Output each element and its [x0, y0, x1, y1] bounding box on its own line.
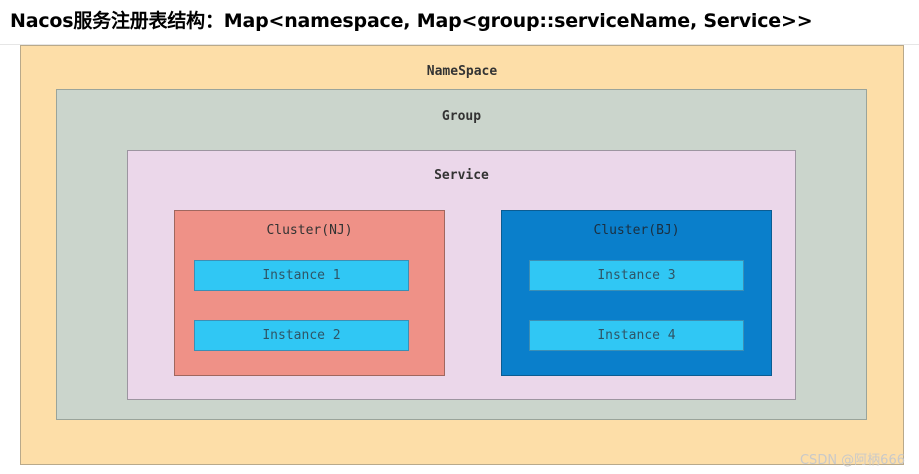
- instance-1-box: Instance 1: [194, 260, 409, 291]
- page-title: Nacos服务注册表结构：Map<namespace, Map<group::s…: [10, 10, 813, 32]
- service-label: Service: [434, 168, 489, 183]
- cluster-nj-label: Cluster(NJ): [266, 223, 353, 238]
- instance-3-box: Instance 3: [529, 260, 744, 291]
- instance-2-box: Instance 2: [194, 320, 409, 351]
- title-divider: [0, 44, 919, 45]
- cluster-bj-label: Cluster(BJ): [593, 223, 680, 238]
- cluster-bj-box: Cluster(BJ): [501, 210, 772, 376]
- instance-4-box: Instance 4: [529, 320, 744, 351]
- watermark: CSDN @阿柄666: [799, 453, 905, 468]
- group-label: Group: [441, 109, 482, 124]
- namespace-label: NameSpace: [426, 64, 498, 79]
- cluster-nj-box: Cluster(NJ): [174, 210, 445, 376]
